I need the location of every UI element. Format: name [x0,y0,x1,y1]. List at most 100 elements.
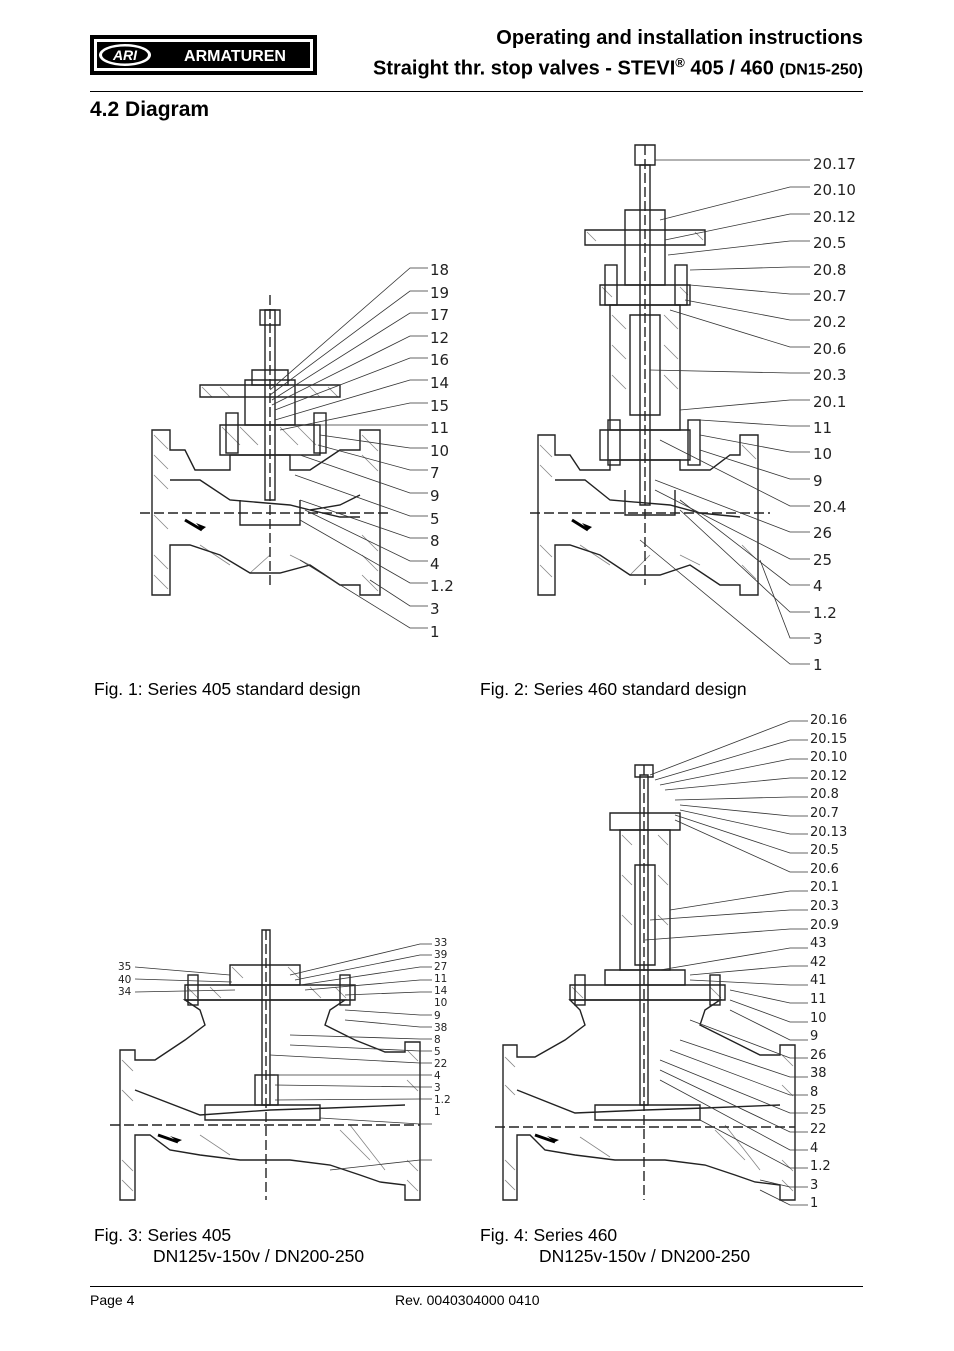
figure-3-caption-line2: DN125v-150v / DN200-250 [153,1246,365,1266]
callout-label: 33 [434,937,448,949]
callout-label: 20.7 [813,286,847,305]
callout-label: 43 [810,936,827,952]
callout-label: 11 [813,418,833,437]
callout-label: 3 [810,1177,819,1193]
callout-label: 38 [434,1021,448,1034]
callout-label: 14 [434,985,448,998]
callout-label: 20.12 [813,207,856,226]
callout-label: 20.1 [813,392,847,411]
callout-label: 1.2 [810,1159,831,1175]
callout-label: 1 [430,622,440,641]
document-subtitle: Straight thr. stop valves - STEVI® 405 /… [372,55,863,80]
callout-label: 4 [810,1140,819,1156]
callout-label: 38 [810,1066,827,1082]
callout-label: 1.2 [434,1094,451,1107]
figure-3-diagram [110,929,421,1201]
callout-label: 20.15 [810,731,848,747]
svg-text:ARI: ARI [112,47,138,63]
callout-label: 40 [118,973,132,986]
footer-revision: Rev. 0040304000 0410 [395,1292,540,1308]
callout-label: 7 [430,464,440,483]
callout-label: 20.6 [813,339,847,358]
callout-label: 25 [810,1103,827,1119]
callout-label: 4 [813,577,823,596]
figure-4-caption-line1: Fig. 4: Series 460 [480,1225,618,1245]
callout-label: 8 [810,1084,819,1100]
callout-label: 22 [810,1122,827,1138]
callout-label: 1.2 [813,603,837,622]
callout-label: 26 [810,1047,827,1063]
callout-label: 12 [430,328,450,347]
callout-label: 8 [430,532,440,551]
figure-4-caption-line2: DN125v-150v / DN200-250 [539,1246,751,1266]
callout-label: 17 [430,306,450,325]
section-heading: 4.2 Diagram [90,98,210,121]
callout-label: 15 [430,396,450,415]
callout-label: 11 [810,991,827,1007]
callout-label: 20.7 [810,805,839,821]
callout-label: 20.8 [810,787,839,803]
callout-label: 27 [434,961,448,974]
callout-label: 14 [430,373,450,392]
callout-label: 20.6 [810,861,839,877]
figure-3-leader-lines [134,943,432,1171]
svg-text:ARMATUREN: ARMATUREN [184,48,286,65]
figure-3-caption: Fig. 3: Series 405 DN125v-150v / DN200-2… [94,1225,364,1267]
callout-label: 19 [430,283,450,302]
callout-label: 20.9 [810,917,839,933]
header-rule [90,91,863,92]
callout-label: 41 [810,973,827,989]
callout-label: 1.2 [430,577,454,596]
callout-label: 20.10 [810,750,848,766]
callout-label: 3 [434,1082,441,1095]
callout-label: 20.2 [813,313,847,332]
figure-1-caption: Fig. 1: Series 405 standard design [94,679,361,699]
callout-label: 5 [434,1045,441,1058]
figure-4-leader-lines [644,720,808,1206]
callout-label: 1 [810,1196,819,1212]
callout-label: 10 [810,1010,827,1026]
figure-2-leader-lines [639,159,810,665]
callout-label: 9 [434,1009,441,1022]
figure-2-caption: Fig. 2: Series 460 standard design [480,679,747,699]
callout-label: 5 [430,509,440,528]
callout-label: 22 [434,1057,448,1070]
callout-label: 20.5 [810,843,839,859]
callout-label: 10 [813,445,833,464]
callout-label: 18 [430,261,450,279]
callout-label: 34 [118,986,132,998]
callout-label: 35 [118,961,132,973]
callout-label: 9 [810,1029,819,1045]
callout-label: 20.12 [810,768,848,784]
figure-1-leader-lines [269,267,428,629]
document-title: Operating and installation instructions [496,27,863,49]
callout-label: 3 [813,630,823,649]
callout-label: 20.17 [813,155,856,173]
callout-label: 26 [813,524,833,543]
callout-label: 11 [430,419,450,438]
callout-label: 20.3 [810,898,839,914]
callout-label: 4 [430,554,440,573]
callout-label: 9 [430,486,440,505]
callout-label: 20.13 [810,824,848,840]
ari-armaturen-logo: ARI ARMATUREN [90,35,317,75]
callout-label: 3 [430,599,440,618]
callout-label: 20.5 [813,234,847,253]
callout-label: 20.3 [813,366,847,385]
callout-label: 1 [434,1106,441,1119]
callout-label: 10 [430,441,450,460]
callout-label: 20.16 [810,713,848,728]
callout-label: 9 [813,471,823,490]
figure-4-caption: Fig. 4: Series 460 DN125v-150v / DN200-2… [480,1225,750,1267]
figure-1-diagram [140,295,390,596]
callout-label: 42 [810,954,827,970]
figure-2-diagram [530,144,770,596]
callout-label: 11 [434,973,448,986]
callout-label: 20.1 [810,880,839,896]
callout-label: 20.4 [813,498,847,517]
